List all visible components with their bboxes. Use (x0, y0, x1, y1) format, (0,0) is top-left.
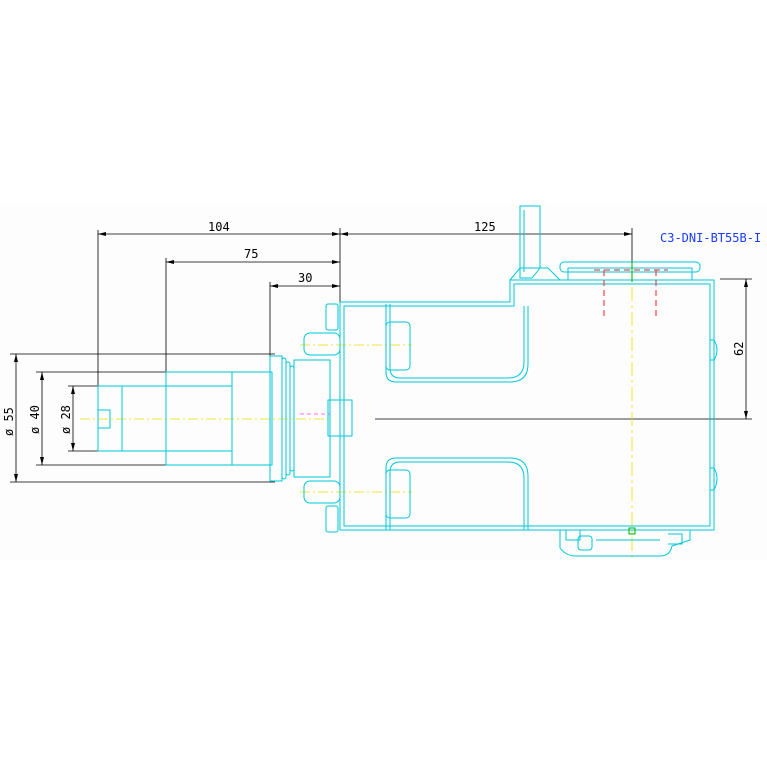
bottom-bracket (559, 527, 691, 557)
dim-62: 62 (732, 342, 746, 356)
dim-104: 104 (208, 220, 230, 234)
dim-75: 75 (244, 247, 258, 261)
shaft-coupling (97, 355, 331, 482)
manual-lever (509, 205, 701, 318)
actuator-housing (303, 279, 718, 533)
dim-dia-40: ø 40 (28, 405, 42, 434)
dim-dia-55: ø 55 (2, 407, 16, 436)
dim-dia-28: ø 28 (59, 405, 73, 434)
part-number-label: C3-DNI-BT55B-I (660, 231, 761, 245)
drawing-sheet (0, 205, 767, 560)
dim-30: 30 (298, 271, 312, 285)
dim-125: 125 (474, 220, 496, 234)
